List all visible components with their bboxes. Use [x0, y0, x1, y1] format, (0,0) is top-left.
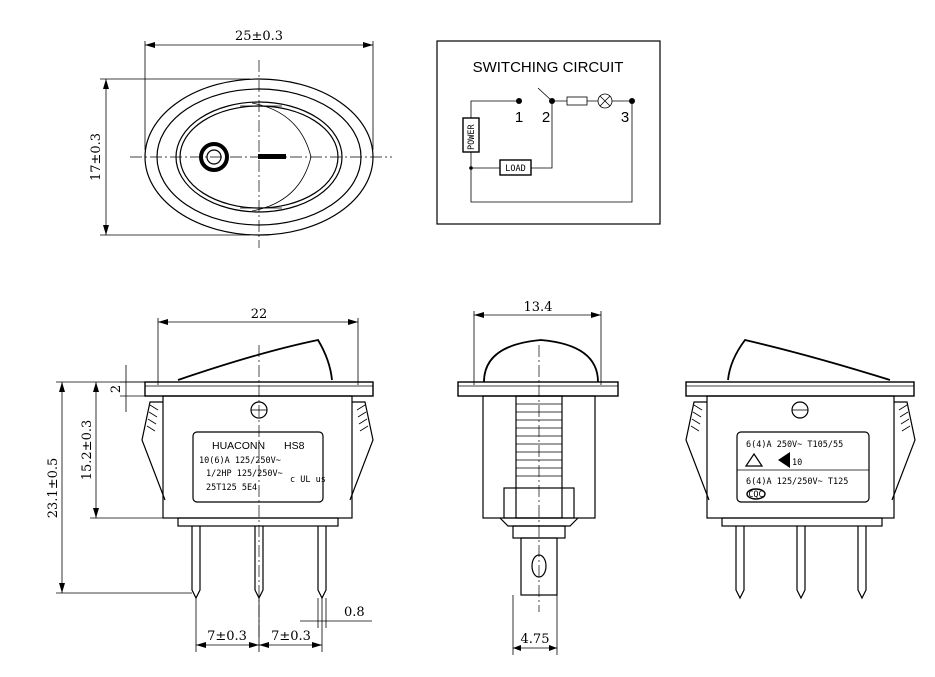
terminal-1: 1 [515, 109, 523, 126]
front-brand: HUACONN [212, 440, 265, 452]
top-view: 25±0.3 17±0.3 [89, 29, 392, 248]
triangle-mark-icon [744, 452, 764, 467]
front-line2: 1/2HP 125/250V~ [206, 469, 283, 479]
front-line3: 25T125 5E4 [206, 483, 257, 493]
front-line1: 10(6)A 125/250V~ [199, 456, 281, 466]
rocker-mark [258, 154, 286, 159]
dim-top-height: 17±0.3 [89, 133, 104, 181]
dim-top-width: 25±0.3 [235, 29, 283, 44]
cqc-mark-icon: CQC [746, 488, 766, 500]
dim-total-height: 23.1±0.5 [46, 458, 61, 519]
dim-pin-thickness: 0.8 [344, 605, 365, 620]
dim-pin-width: 4.75 [521, 632, 550, 647]
front-view: HUACONN HS8 10(6)A 125/250V~ 1/2HP 125/2… [46, 307, 374, 652]
lamp-icon [597, 93, 613, 109]
side-view: 13.4 4.75 [457, 300, 619, 655]
terminal-2: 2 [542, 109, 550, 126]
back-view: 6(4)A 250V~ T105/55 10 6(4)A 125/250V~ T… [685, 338, 916, 600]
dim-pitch-right: 7±0.3 [271, 629, 311, 644]
load-label: LOAD [505, 164, 525, 174]
terminal-3: 3 [621, 109, 629, 126]
ul-mark-icon: c UL us [290, 475, 326, 485]
front-model: HS8 [284, 440, 305, 452]
power-label: POWER [467, 124, 477, 150]
dim-side-width: 13.4 [524, 300, 553, 315]
dim-pitch-left: 7±0.3 [207, 629, 247, 644]
svg-text:CQC: CQC [748, 490, 763, 500]
dim-flange: 2 [109, 385, 124, 393]
circuit-title: SWITCHING CIRCUIT [473, 59, 624, 76]
switching-circuit: SWITCHING CIRCUIT POWER LOAD 1 2 3 [436, 40, 661, 225]
back-cert-number: 10 [792, 458, 802, 468]
back-line2: 6(4)A 125/250V~ T125 [746, 477, 848, 487]
dim-body-height: 15.2±0.3 [80, 420, 95, 481]
back-line1: 6(4)A 250V~ T105/55 [746, 440, 843, 450]
svg-text:c UL us: c UL us [290, 475, 326, 485]
dim-body-width: 22 [251, 307, 268, 322]
cert-arrow-icon [778, 452, 790, 468]
